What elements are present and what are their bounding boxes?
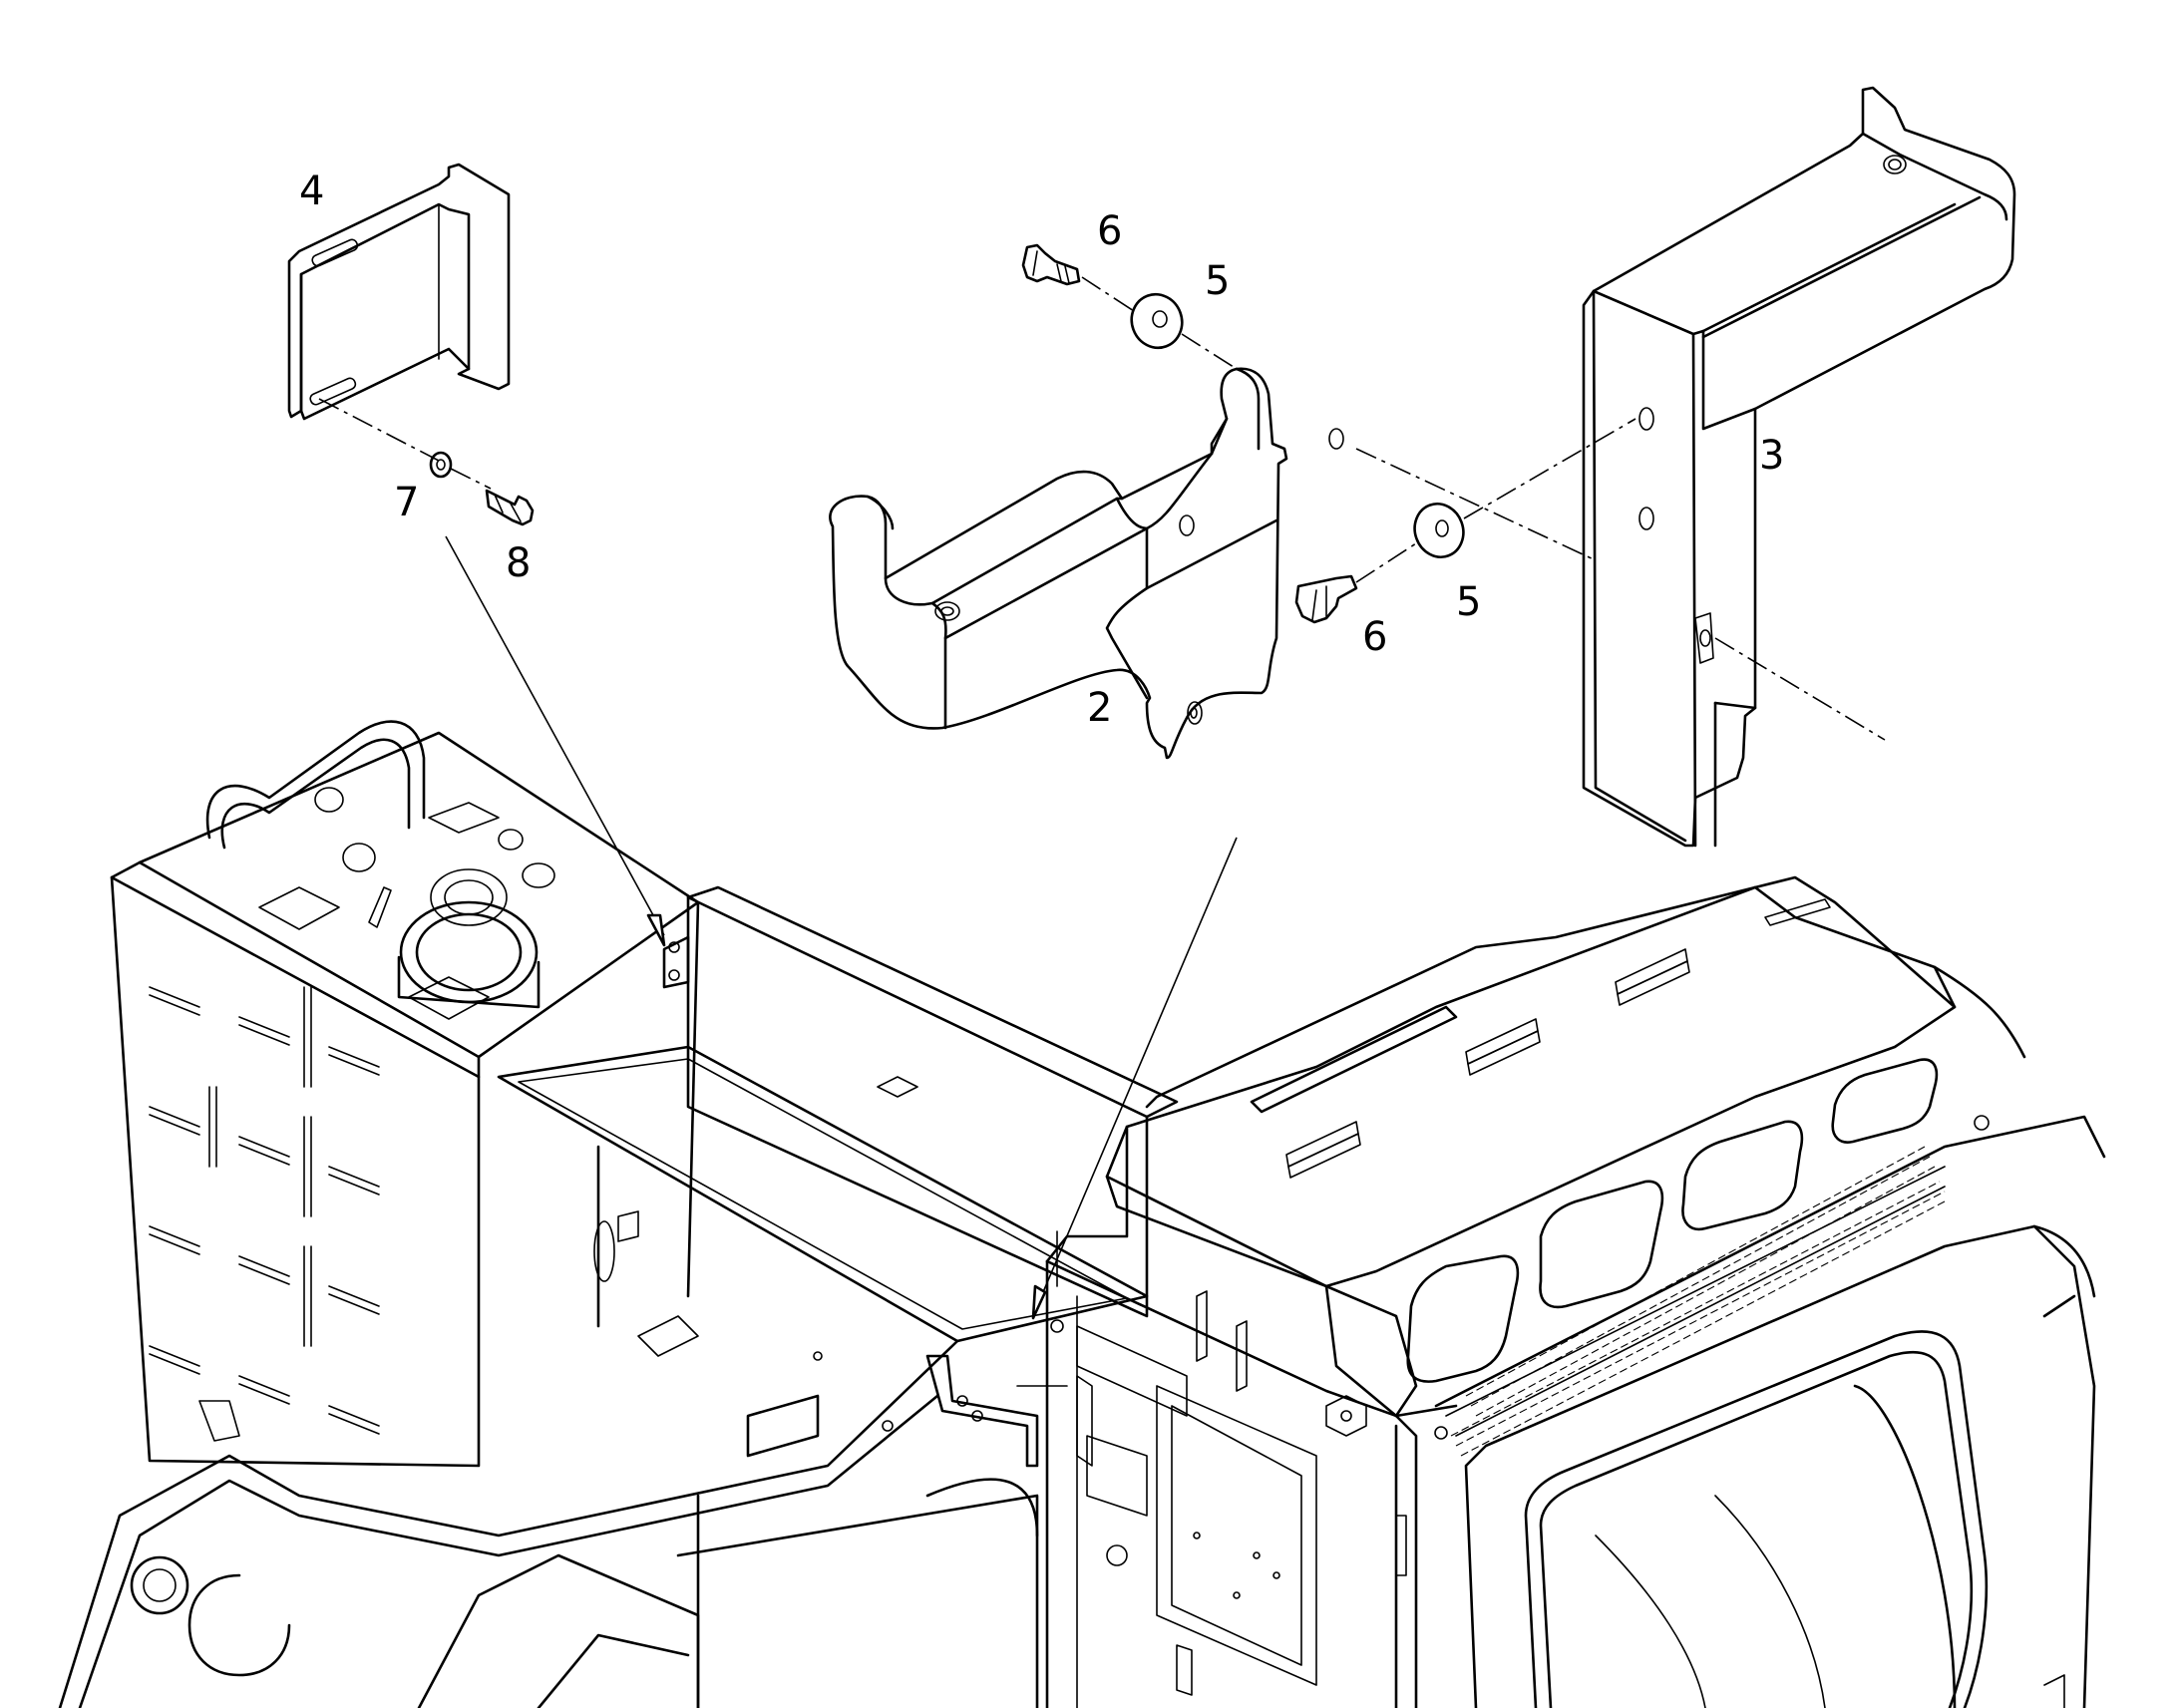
callout-7: 7 — [394, 480, 419, 525]
callout-5-upper: 5 — [1205, 258, 1230, 304]
part-7-washer — [429, 451, 453, 479]
part-5-washer-upper — [1130, 292, 1184, 350]
leader-lines — [445, 535, 1238, 1320]
alignment-lines — [318, 276, 1886, 741]
part-6-bolt-upper — [1021, 243, 1081, 286]
part-4-angle-bracket — [287, 163, 511, 421]
callout-6-lower: 6 — [1362, 614, 1387, 660]
part-3-tall-bracket — [1582, 86, 2016, 848]
callout-5-lower: 5 — [1456, 579, 1481, 625]
part-8-bolt — [485, 489, 535, 526]
part-6-bolt-lower — [1294, 574, 1358, 624]
callout-2: 2 — [1087, 685, 1112, 731]
callout-4: 4 — [299, 169, 324, 214]
callout-8: 8 — [506, 540, 531, 586]
machine-chassis — [58, 720, 1179, 1708]
part-5-washer-lower — [1413, 503, 1465, 558]
part-2-main-bracket — [829, 367, 1344, 760]
callout-6-upper: 6 — [1097, 208, 1122, 254]
operator-cab — [1045, 875, 2106, 1708]
callout-labels: 4 6 5 3 7 8 5 6 2 — [299, 169, 1784, 731]
callout-3: 3 — [1759, 433, 1784, 479]
